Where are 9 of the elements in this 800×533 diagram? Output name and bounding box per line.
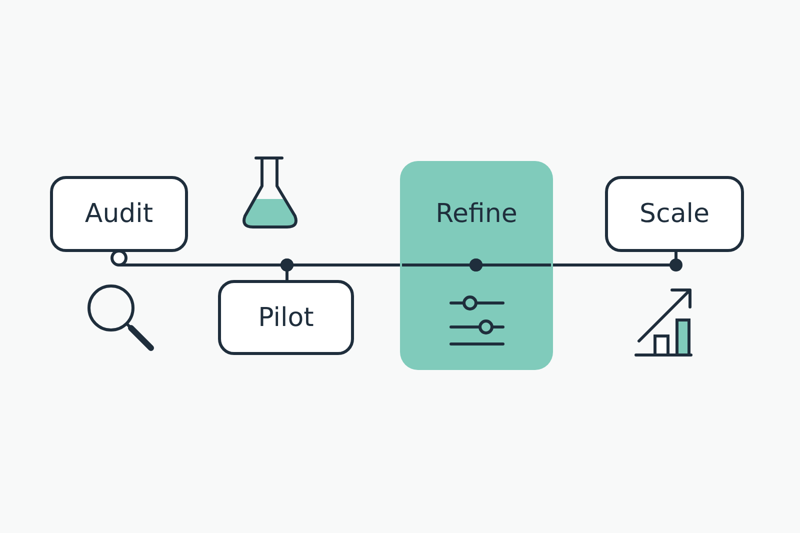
stage-box xyxy=(218,280,354,355)
timeline-connector xyxy=(470,252,682,272)
stage-label: Pilot xyxy=(258,302,314,332)
stage-box xyxy=(50,176,188,252)
stage-label: Refine xyxy=(436,199,518,229)
stage-box xyxy=(605,176,744,252)
stage-label: Audit xyxy=(84,199,154,229)
highlighted-stage-panel xyxy=(400,161,553,370)
stage-label: Scale xyxy=(640,199,710,229)
